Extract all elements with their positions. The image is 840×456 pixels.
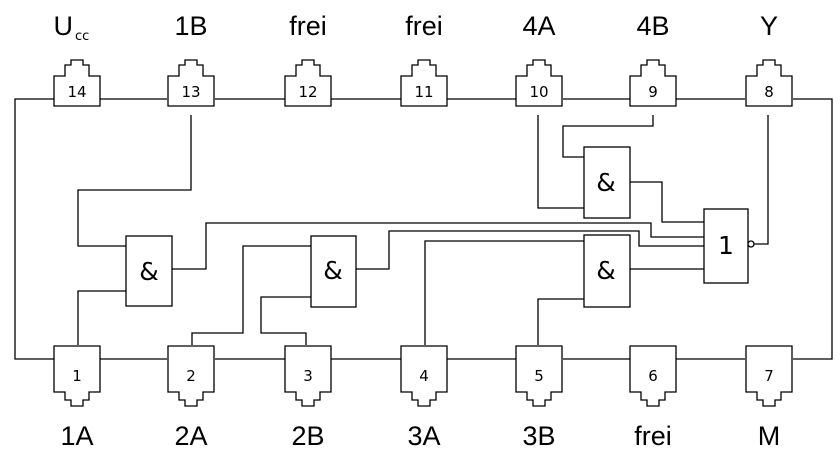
pin-13-body	[167, 59, 215, 107]
wire-g4-out	[630, 181, 704, 223]
pin-10: 10	[515, 59, 563, 107]
pin-label: 1B	[174, 11, 207, 41]
signal-wires	[77, 115, 769, 345]
pin-number: 1	[72, 367, 82, 385]
pin-number: 4	[419, 367, 429, 385]
pin-9-body	[629, 59, 677, 107]
pin-label: M	[758, 421, 781, 451]
and-gate-1: &	[125, 235, 173, 307]
pin-label: 4B	[636, 11, 669, 41]
wire-4b	[562, 115, 654, 158]
pin-2-body	[167, 345, 215, 407]
pin-8-body	[745, 59, 793, 107]
pin-11-label-group: frei	[405, 11, 443, 41]
wire-4a	[537, 115, 584, 209]
pin-label: frei	[634, 421, 672, 451]
pin-label: U	[54, 11, 74, 41]
pin-number: 2	[186, 367, 196, 385]
pin-4-body	[400, 345, 448, 407]
pin-12: 12	[284, 59, 332, 107]
pin-label: frei	[405, 11, 443, 41]
and-gate-1-symbol: &	[139, 257, 159, 286]
pin-label: frei	[289, 11, 327, 41]
wire-3a	[424, 240, 584, 345]
pin-4: 4 3A	[400, 345, 448, 451]
ground-rail	[793, 98, 833, 360]
nor-inversion-bubble	[747, 240, 755, 248]
pin-10-label-group: 4A	[522, 11, 555, 41]
and-gate-2-symbol: &	[323, 256, 343, 285]
pin-number: 8	[764, 83, 774, 101]
pin-14-body	[53, 59, 101, 107]
pin-1: 1 1A	[53, 345, 101, 451]
and-gate-2: &	[310, 235, 357, 308]
pin-number: 11	[414, 83, 433, 101]
pin-12-label-group: frei	[289, 11, 327, 41]
pin-number: 13	[181, 83, 200, 101]
pin-7-body	[745, 345, 793, 407]
pin-13-label-group: 1B	[174, 11, 207, 41]
pin-number: 7	[764, 367, 774, 385]
pin-number: 14	[67, 83, 86, 101]
pin-2: 2 2A	[167, 345, 215, 451]
wire-3b	[537, 298, 584, 345]
and-gate-3: &	[583, 234, 631, 308]
pin-8-label-group: Y	[760, 11, 778, 41]
pin-14: 14	[53, 59, 101, 107]
wire-2b	[260, 296, 311, 345]
and-gate-3-symbol: &	[596, 256, 616, 285]
wire-y-out	[754, 115, 769, 245]
pin-13: 13	[167, 59, 215, 107]
wire-g2-out	[356, 230, 704, 270]
pin-10-body	[515, 59, 563, 107]
pin-12-body	[284, 59, 332, 107]
nor-gate-symbol: 1	[718, 231, 734, 260]
pin-label: 2A	[174, 421, 207, 451]
nor-gate: 1	[703, 208, 755, 284]
pin-label: 3A	[407, 421, 440, 451]
pin-number: 3	[303, 367, 313, 385]
pin-6-body	[629, 345, 677, 407]
pin-1-body	[53, 345, 101, 407]
pin-6: 6 frei	[629, 345, 677, 451]
pin-number: 9	[648, 83, 658, 101]
and-gate-4: &	[583, 146, 631, 219]
pin-3-body	[284, 345, 332, 407]
pin-5-body	[515, 345, 563, 407]
pin-label: 2B	[291, 421, 324, 451]
pin-8: 8	[745, 59, 793, 107]
pin-number: 10	[529, 83, 548, 101]
and-gate-4-symbol: &	[596, 168, 616, 197]
pin-9-label-group: 4B	[636, 11, 669, 41]
pin-number: 5	[534, 367, 544, 385]
pin-label: 1A	[60, 421, 93, 451]
pin-number: 12	[298, 83, 317, 101]
pin-7: 7M	[745, 345, 793, 451]
wire-g1-out	[172, 222, 704, 270]
pin-9: 9	[629, 59, 677, 107]
pin-label: 4A	[522, 11, 555, 41]
pin-5: 5 3B	[515, 345, 563, 451]
wire-1b	[77, 115, 192, 247]
pin-label-subscript: cc	[75, 29, 89, 44]
pin-11-body	[400, 59, 448, 107]
wire-2a	[191, 245, 311, 345]
pin-11: 11	[400, 59, 448, 107]
pin-label: Y	[760, 11, 778, 41]
wire-1a	[77, 290, 126, 345]
pin-3: 3 2B	[284, 345, 332, 451]
vcc-rail	[14, 98, 54, 360]
pin-number: 6	[648, 367, 658, 385]
pin-label: 3B	[522, 421, 555, 451]
power-rails	[14, 98, 833, 360]
